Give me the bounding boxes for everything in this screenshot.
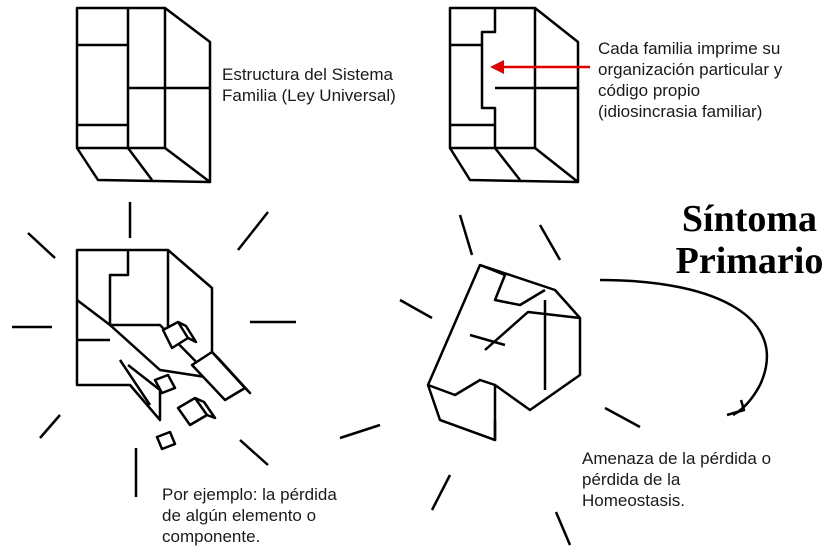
title-line: Síntoma xyxy=(681,198,818,240)
label-line: de algún elemento o xyxy=(162,506,317,525)
broken-structure-block xyxy=(75,248,252,451)
label-line: Cada familia imprime su xyxy=(598,39,781,58)
label-line: Por ejemplo: la pérdida xyxy=(162,485,337,504)
label-por-ejemplo: Por ejemplo: la pérdida de algún element… xyxy=(162,484,337,547)
label-amenaza: Amenaza de la pérdida o pérdida de la Ho… xyxy=(582,448,771,511)
label-line: pérdida de la xyxy=(582,470,681,489)
curved-arrow xyxy=(599,278,769,417)
label-line: componente. xyxy=(162,527,261,546)
label-line: Estructura del Sistema xyxy=(222,65,394,84)
structure-block-2 xyxy=(448,6,580,184)
label-cada-familia: Cada familia imprime su organización par… xyxy=(598,38,782,122)
label-line: (idiosincrasia familiar) xyxy=(598,102,763,121)
label-line: Amenaza de la pérdida o xyxy=(582,449,772,468)
tilted-structure-block xyxy=(426,263,582,442)
structure-block-1 xyxy=(75,6,212,184)
sintoma-title: Síntoma Primario xyxy=(672,198,827,282)
label-line: organización particular y xyxy=(598,60,783,79)
title-line: Primario xyxy=(675,240,824,282)
label-line: Homeostasis. xyxy=(582,491,685,510)
radiating-lines-left xyxy=(12,202,296,497)
radiating-lines-right xyxy=(339,214,641,546)
label-line: código propio xyxy=(598,81,701,100)
label-line: Familia (Ley Universal) xyxy=(222,86,396,105)
label-estructura: Estructura del Sistema Familia (Ley Univ… xyxy=(222,64,396,106)
red-arrow xyxy=(490,60,590,74)
